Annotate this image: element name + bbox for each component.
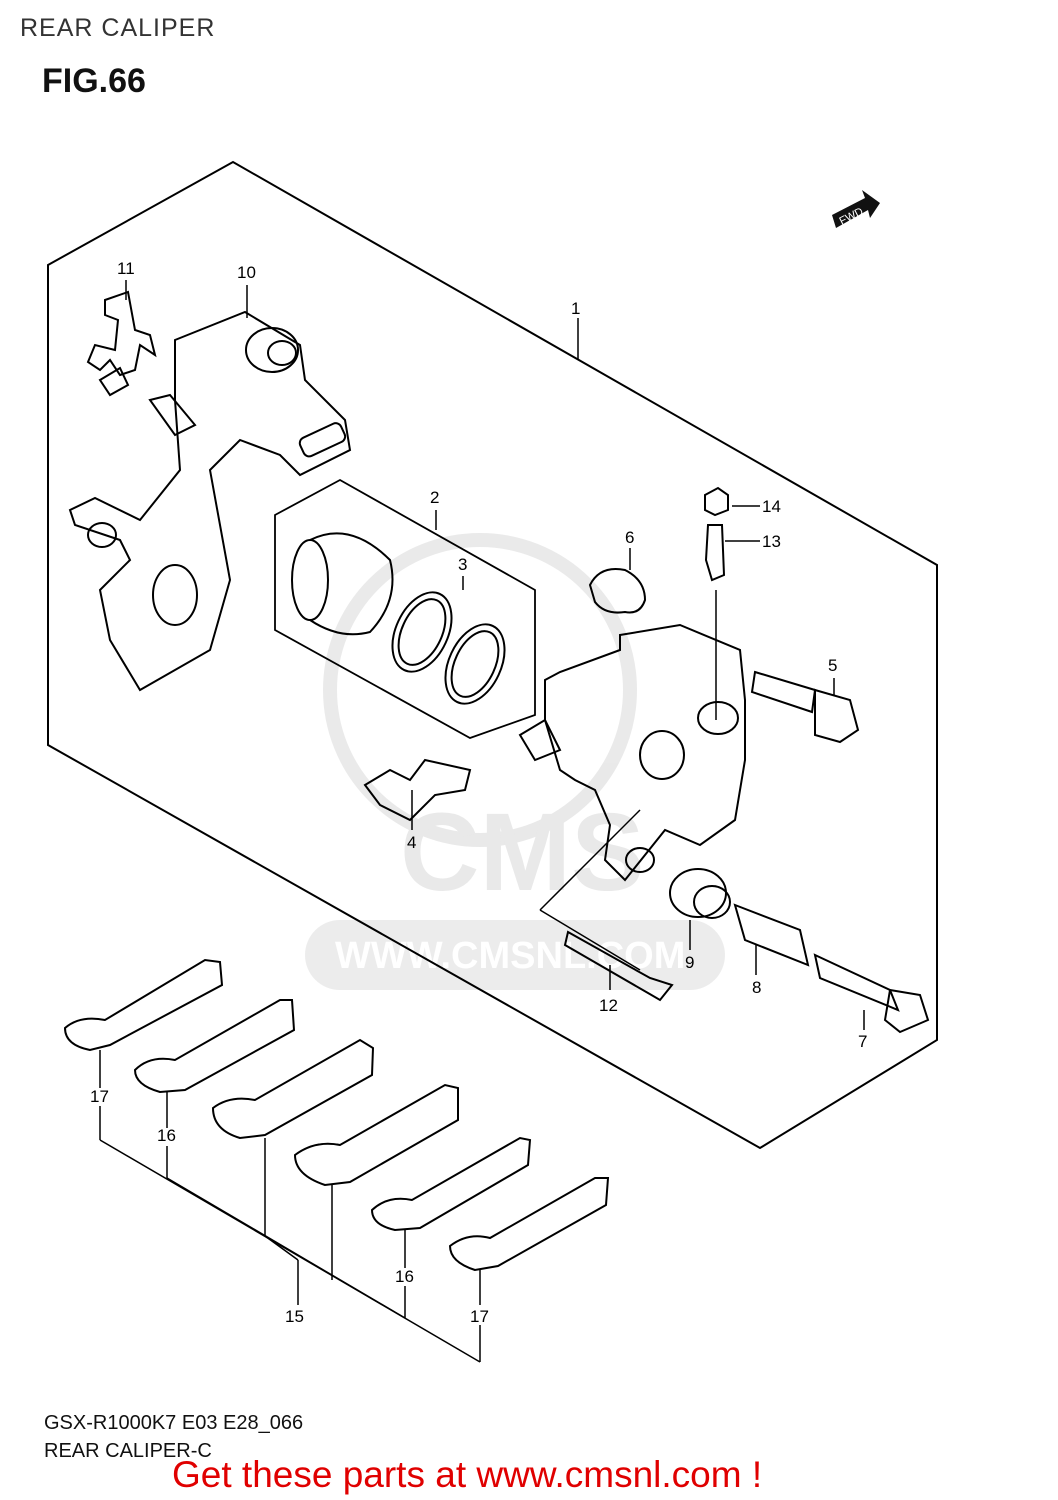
watermark: CMS WWW.CMSNL.COM [305, 533, 725, 990]
callout-13: 13 [762, 532, 781, 551]
callout-16a: 16 [157, 1126, 176, 1145]
assembly-outline [47, 160, 938, 1150]
callout-1: 1 [571, 299, 580, 318]
callout-15: 15 [285, 1307, 304, 1326]
callout-12: 12 [599, 996, 618, 1015]
figure-number: FIG.66 [42, 62, 146, 100]
boot [588, 568, 647, 614]
watermark-logo: CMS [400, 791, 644, 914]
callout-6: 6 [625, 528, 634, 547]
model-code: GSX-R1000K7 E03 E28_066 [44, 1412, 304, 1434]
piston-group-outline [274, 478, 536, 739]
callout-17a: 17 [90, 1087, 109, 1106]
brake-pads-and-shims [63, 958, 610, 1272]
callout-labels: 1 2 3 4 5 6 7 8 9 10 11 12 13 14 15 16 1… [90, 259, 867, 1326]
callout-8: 8 [752, 978, 761, 997]
caliper-body [518, 623, 746, 882]
callout-2: 2 [430, 488, 439, 507]
fwd-label: FWD [838, 206, 866, 228]
callout-7: 7 [858, 1032, 867, 1051]
bleeder-screw [704, 486, 729, 582]
pin-bolt [750, 670, 860, 744]
callout-11: 11 [117, 259, 135, 278]
callout-5: 5 [828, 656, 837, 675]
pad-spring [86, 290, 157, 397]
fwd-arrow-icon: FWD [832, 190, 880, 228]
callout-3: 3 [458, 555, 467, 574]
piston-seals [391, 591, 506, 705]
page-title: REAR CALIPER [20, 14, 216, 42]
callout-16b: 16 [395, 1267, 414, 1286]
slide-parts [669, 868, 930, 1034]
caliper-bracket [68, 310, 352, 692]
callout-10: 10 [237, 263, 256, 282]
callout-4: 4 [407, 833, 416, 852]
piston [291, 532, 394, 636]
watermark-text: WWW.CMSNL.COM [335, 935, 685, 977]
callout-9: 9 [685, 953, 694, 972]
promo-link[interactable]: Get these parts at www.cmsnl.com ! [172, 1454, 763, 1495]
pad-pin [563, 930, 674, 1002]
callout-17b: 17 [470, 1307, 489, 1326]
pad-shim [363, 758, 472, 822]
section-name: REAR CALIPER-C [44, 1440, 212, 1462]
leader-lines [99, 280, 865, 1363]
callout-14: 14 [762, 497, 781, 516]
